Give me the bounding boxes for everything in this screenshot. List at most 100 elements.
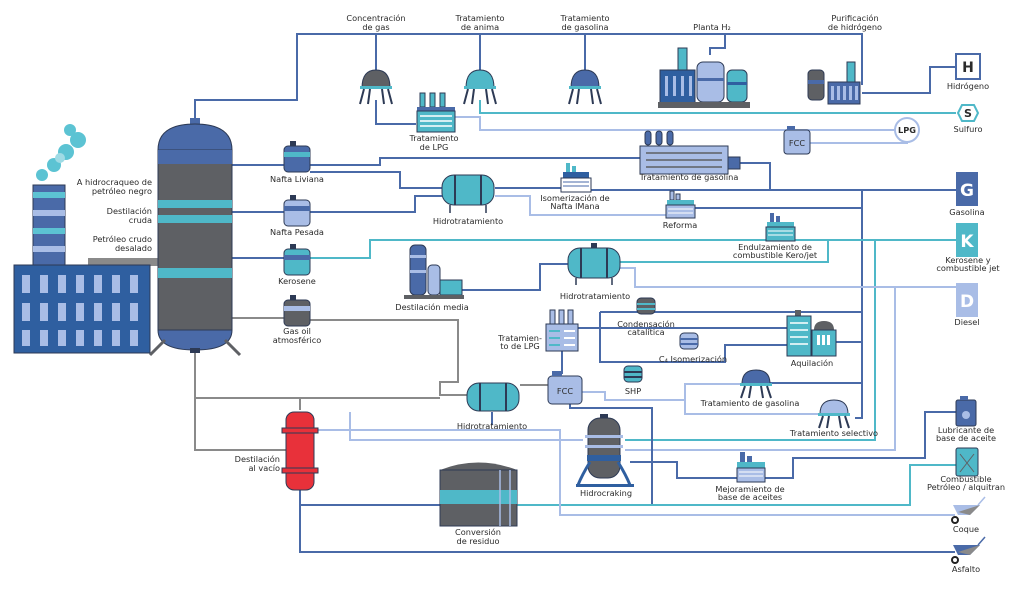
- h2-plant-icon: [658, 47, 750, 108]
- coke-label: Coque: [953, 524, 979, 534]
- oil-can-icon: [955, 396, 977, 427]
- pipe-col-vacuum: [194, 398, 286, 451]
- middle-distillation-icon: [404, 244, 464, 299]
- wheelbarrow-icon: [951, 496, 986, 524]
- kerosene-drum: [283, 244, 311, 276]
- hydrogen-product: H Hidrógeno: [947, 53, 989, 91]
- gasoline-treatment-mid-icon: [639, 130, 741, 175]
- pipe-col-bottom: [194, 352, 440, 399]
- label-h2-plant: Planta H₂: [693, 22, 731, 32]
- pipe-gt2-sel: [684, 400, 820, 415]
- pipe-heavy-naphtha-ht: [310, 195, 442, 213]
- diesel-symbol: D: [960, 292, 974, 312]
- catalytic-condensation-icon: [636, 297, 656, 315]
- hydrogen-purification-icon: [807, 61, 861, 105]
- pipe-fuel-oil: [517, 464, 956, 506]
- gasoline-label: Gasolina: [949, 207, 984, 217]
- pipe-diesel-vertical: [625, 287, 896, 451]
- pipe-diesel: [620, 267, 956, 288]
- pipe-sulfur: [479, 100, 956, 114]
- pipe-ht-reform: [495, 195, 666, 216]
- pipe-fcc-gt2: [582, 383, 740, 401]
- diesel-label: Diesel: [954, 317, 979, 327]
- pipe-lpg: [455, 116, 895, 131]
- hydrotreater-3-icon: [466, 382, 520, 412]
- label-middle-distillation: Destilación media: [395, 302, 468, 312]
- kerosene-barrel-icon: [956, 223, 978, 257]
- diesel-barrel-icon: [956, 283, 978, 317]
- pipe-cc-loop-2: [599, 312, 787, 363]
- label-heavy-naphtha: Nafta Pesada: [270, 227, 324, 237]
- naphtha-isomerization-icon: [560, 163, 592, 193]
- label-light-naphtha: Nafta Liviana: [270, 174, 324, 184]
- label-alkylation: Aquilación: [791, 358, 833, 368]
- pipe-fcc-hc: [569, 403, 653, 505]
- smoke-icon: [36, 124, 86, 181]
- c4-isomerization-icon: [679, 332, 699, 350]
- alkylation-icon: [786, 310, 837, 357]
- hydrocracker-icon: [576, 414, 634, 487]
- lpg-treatment-mid-icon: [545, 309, 579, 352]
- gasoline-treatment-low-dome: [740, 369, 772, 399]
- vacuum-distillation-column: [281, 411, 319, 491]
- pipe-upgrade-lube: [765, 411, 956, 479]
- label-selective-treatment: Tratamiento selectivo: [789, 428, 878, 438]
- pipe-gasoil-ht3: [310, 319, 467, 396]
- sulfur-product: S Sulfuro: [954, 104, 983, 134]
- asphalt-label: Asfalto: [952, 564, 980, 574]
- gasoline-product: G Gasolina: [949, 172, 985, 217]
- selective-treatment-dome: [818, 399, 850, 429]
- label-reforming: Reforma: [663, 220, 697, 230]
- pipe-ht2-kero: [620, 240, 829, 263]
- hydrotreater-2-icon: [567, 243, 621, 285]
- base-oil-upgrading-icon: [736, 452, 766, 483]
- pipes: [194, 33, 956, 553]
- pipe-ht3-hc: [349, 412, 583, 441]
- gasoline-treatment-dome-top: [568, 69, 602, 105]
- crude-distillation-column: [148, 118, 242, 357]
- fcc-small-label: FCC: [789, 138, 805, 148]
- label-gasoline-treatment-mid: Tratamiento de gasolina: [639, 172, 739, 182]
- pipe-desalted-crude: [88, 258, 158, 266]
- pipe-kerosene: [310, 239, 956, 259]
- label-hydrotreating-2: Hidrotratamiento: [560, 291, 630, 301]
- lpg-node: LPG: [894, 117, 920, 143]
- pipe-md-ht2: [460, 263, 568, 291]
- hydrogen-symbol: H: [962, 60, 974, 76]
- fcc-small-icon: FCC: [783, 126, 811, 155]
- kero-sweetening-icon: [765, 213, 796, 242]
- kerosene-symbol: K: [960, 232, 974, 252]
- pipe-vac-residue: [299, 490, 440, 506]
- gas-oil-drum: [283, 295, 311, 327]
- pipe-gt-gasoline: [740, 162, 771, 190]
- pipe-light-naphtha-ht: [310, 171, 442, 189]
- lpg-treatment-top-icon: [416, 92, 456, 133]
- hydrotreater-1-icon: [441, 174, 495, 213]
- pipe-light-naphtha-gt: [310, 157, 640, 166]
- label-shp: SHP: [625, 386, 641, 396]
- asphalt-product: Asfalto: [951, 536, 986, 574]
- pipe-asphalt: [299, 505, 955, 553]
- sulfur-label: Sulfuro: [954, 124, 983, 134]
- factory-icon: [13, 264, 151, 354]
- hydrogen-label: Hidrógeno: [947, 81, 989, 91]
- shp-icon: [623, 365, 643, 383]
- label-hydrotreating-3: Hidrotratamiento: [457, 421, 527, 431]
- reforming-icon: [665, 190, 696, 219]
- lpg-label: LPG: [898, 125, 916, 135]
